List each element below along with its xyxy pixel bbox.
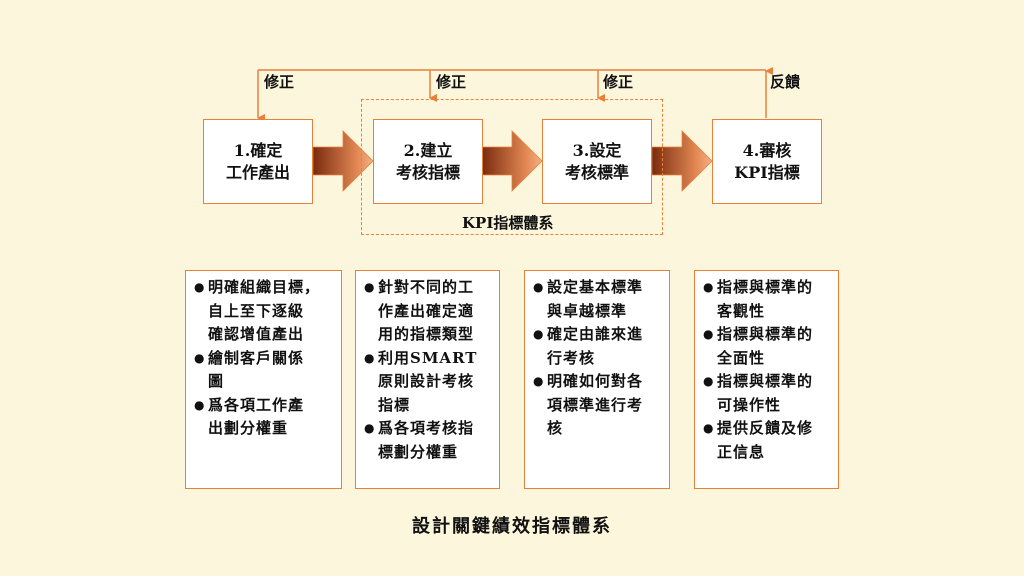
bullet-dot-icon: ● bbox=[194, 350, 205, 365]
detail-1-bullet-2: ●繪制客戶關係 圖 bbox=[194, 347, 337, 394]
detail-2-bullet-2: ●利用SMART 原則設計考核 指標 bbox=[364, 347, 495, 418]
step-3-line1: 3.設定 bbox=[572, 140, 622, 160]
detail-1-bullet-1: ●明確組織目標， 自上至下逐級 確認增值產出 bbox=[194, 276, 337, 347]
step-2-line1: 2.建立 bbox=[403, 140, 453, 160]
bullet-dot-icon: ● bbox=[194, 397, 205, 412]
block-arrow-1 bbox=[312, 130, 374, 192]
detail-box-1: ●明確組織目標， 自上至下逐級 確認增值產出 ●繪制客戶關係 圖 ●爲各項工作產… bbox=[185, 270, 342, 489]
detail-4-bullet-1: ●指標與標準的 客觀性 bbox=[703, 276, 834, 323]
detail-box-2: ●針對不同的工 作產出確定適 用的指標類型 ●利用SMART 原則設計考核 指標… bbox=[355, 270, 500, 489]
bullet-dot-icon: ● bbox=[364, 421, 375, 435]
kpi-system-label: KPI指標體系 bbox=[462, 214, 554, 232]
revise-label-1: 修正 bbox=[264, 73, 295, 91]
detail-2-bullet-3: ●爲各項考核指 標劃分權重 bbox=[364, 417, 495, 464]
bullet-dot-icon: ● bbox=[194, 280, 205, 294]
step-1-line1: 1.確定 bbox=[233, 140, 283, 160]
detail-3-bullet-1: ●設定基本標準 與卓越標準 bbox=[533, 276, 665, 323]
step-3-box: 3.設定 考核標準 bbox=[542, 119, 652, 204]
detail-3-bullet-2: ●確定由誰來進 行考核 bbox=[533, 323, 665, 370]
detail-box-4: ●指標與標準的 客觀性 ●指標與標準的 全面性 ●指標與標準的 可操作性 ●提供… bbox=[694, 270, 839, 489]
detail-3-bullet-3: ●明確如何對各 項標準進行考 核 bbox=[533, 370, 665, 441]
feedback-label: 反饋 bbox=[770, 73, 801, 91]
detail-2-bullet-1: ●針對不同的工 作產出確定適 用的指標類型 bbox=[364, 276, 495, 347]
bullet-dot-icon: ● bbox=[533, 327, 544, 341]
bullet-dot-icon: ● bbox=[533, 374, 544, 388]
bullet-dot-icon: ● bbox=[364, 350, 375, 365]
bullet-dot-icon: ● bbox=[703, 374, 714, 388]
detail-1-bullet-3: ●爲各項工作產 出劃分權重 bbox=[194, 394, 337, 441]
detail-4-bullet-2: ●指標與標準的 全面性 bbox=[703, 323, 834, 370]
step-4-line2: KPI指標 bbox=[734, 162, 800, 182]
diagram-caption: 設計關鍵績效指標體系 bbox=[412, 516, 612, 537]
kpi-system-frame bbox=[361, 99, 663, 235]
step-1-line2: 工作產出 bbox=[225, 162, 290, 182]
step-4-line1: 4.審核 bbox=[742, 140, 792, 160]
block-arrow-2 bbox=[481, 130, 543, 192]
detail-box-3: ●設定基本標準 與卓越標準 ●確定由誰來進 行考核 ●明確如何對各 項標準進行考… bbox=[524, 270, 670, 489]
bullet-dot-icon: ● bbox=[364, 280, 375, 294]
bullet-dot-icon: ● bbox=[533, 280, 544, 294]
bullet-dot-icon: ● bbox=[703, 327, 714, 341]
block-arrow-3 bbox=[651, 130, 713, 192]
bullet-dot-icon: ● bbox=[703, 280, 714, 294]
revise-label-2: 修正 bbox=[436, 73, 467, 91]
bullet-dot-icon: ● bbox=[703, 421, 714, 435]
step-2-line2: 考核指標 bbox=[395, 162, 460, 182]
step-1-box: 1.確定 工作產出 bbox=[203, 119, 313, 204]
step-3-line2: 考核標準 bbox=[564, 162, 629, 182]
step-4-box: 4.審核 KPI指標 bbox=[712, 119, 822, 204]
detail-4-bullet-3: ●指標與標準的 可操作性 bbox=[703, 370, 834, 417]
revise-label-3: 修正 bbox=[603, 73, 634, 91]
step-2-box: 2.建立 考核指標 bbox=[373, 119, 483, 204]
detail-4-bullet-4: ●提供反饋及修 正信息 bbox=[703, 417, 834, 464]
